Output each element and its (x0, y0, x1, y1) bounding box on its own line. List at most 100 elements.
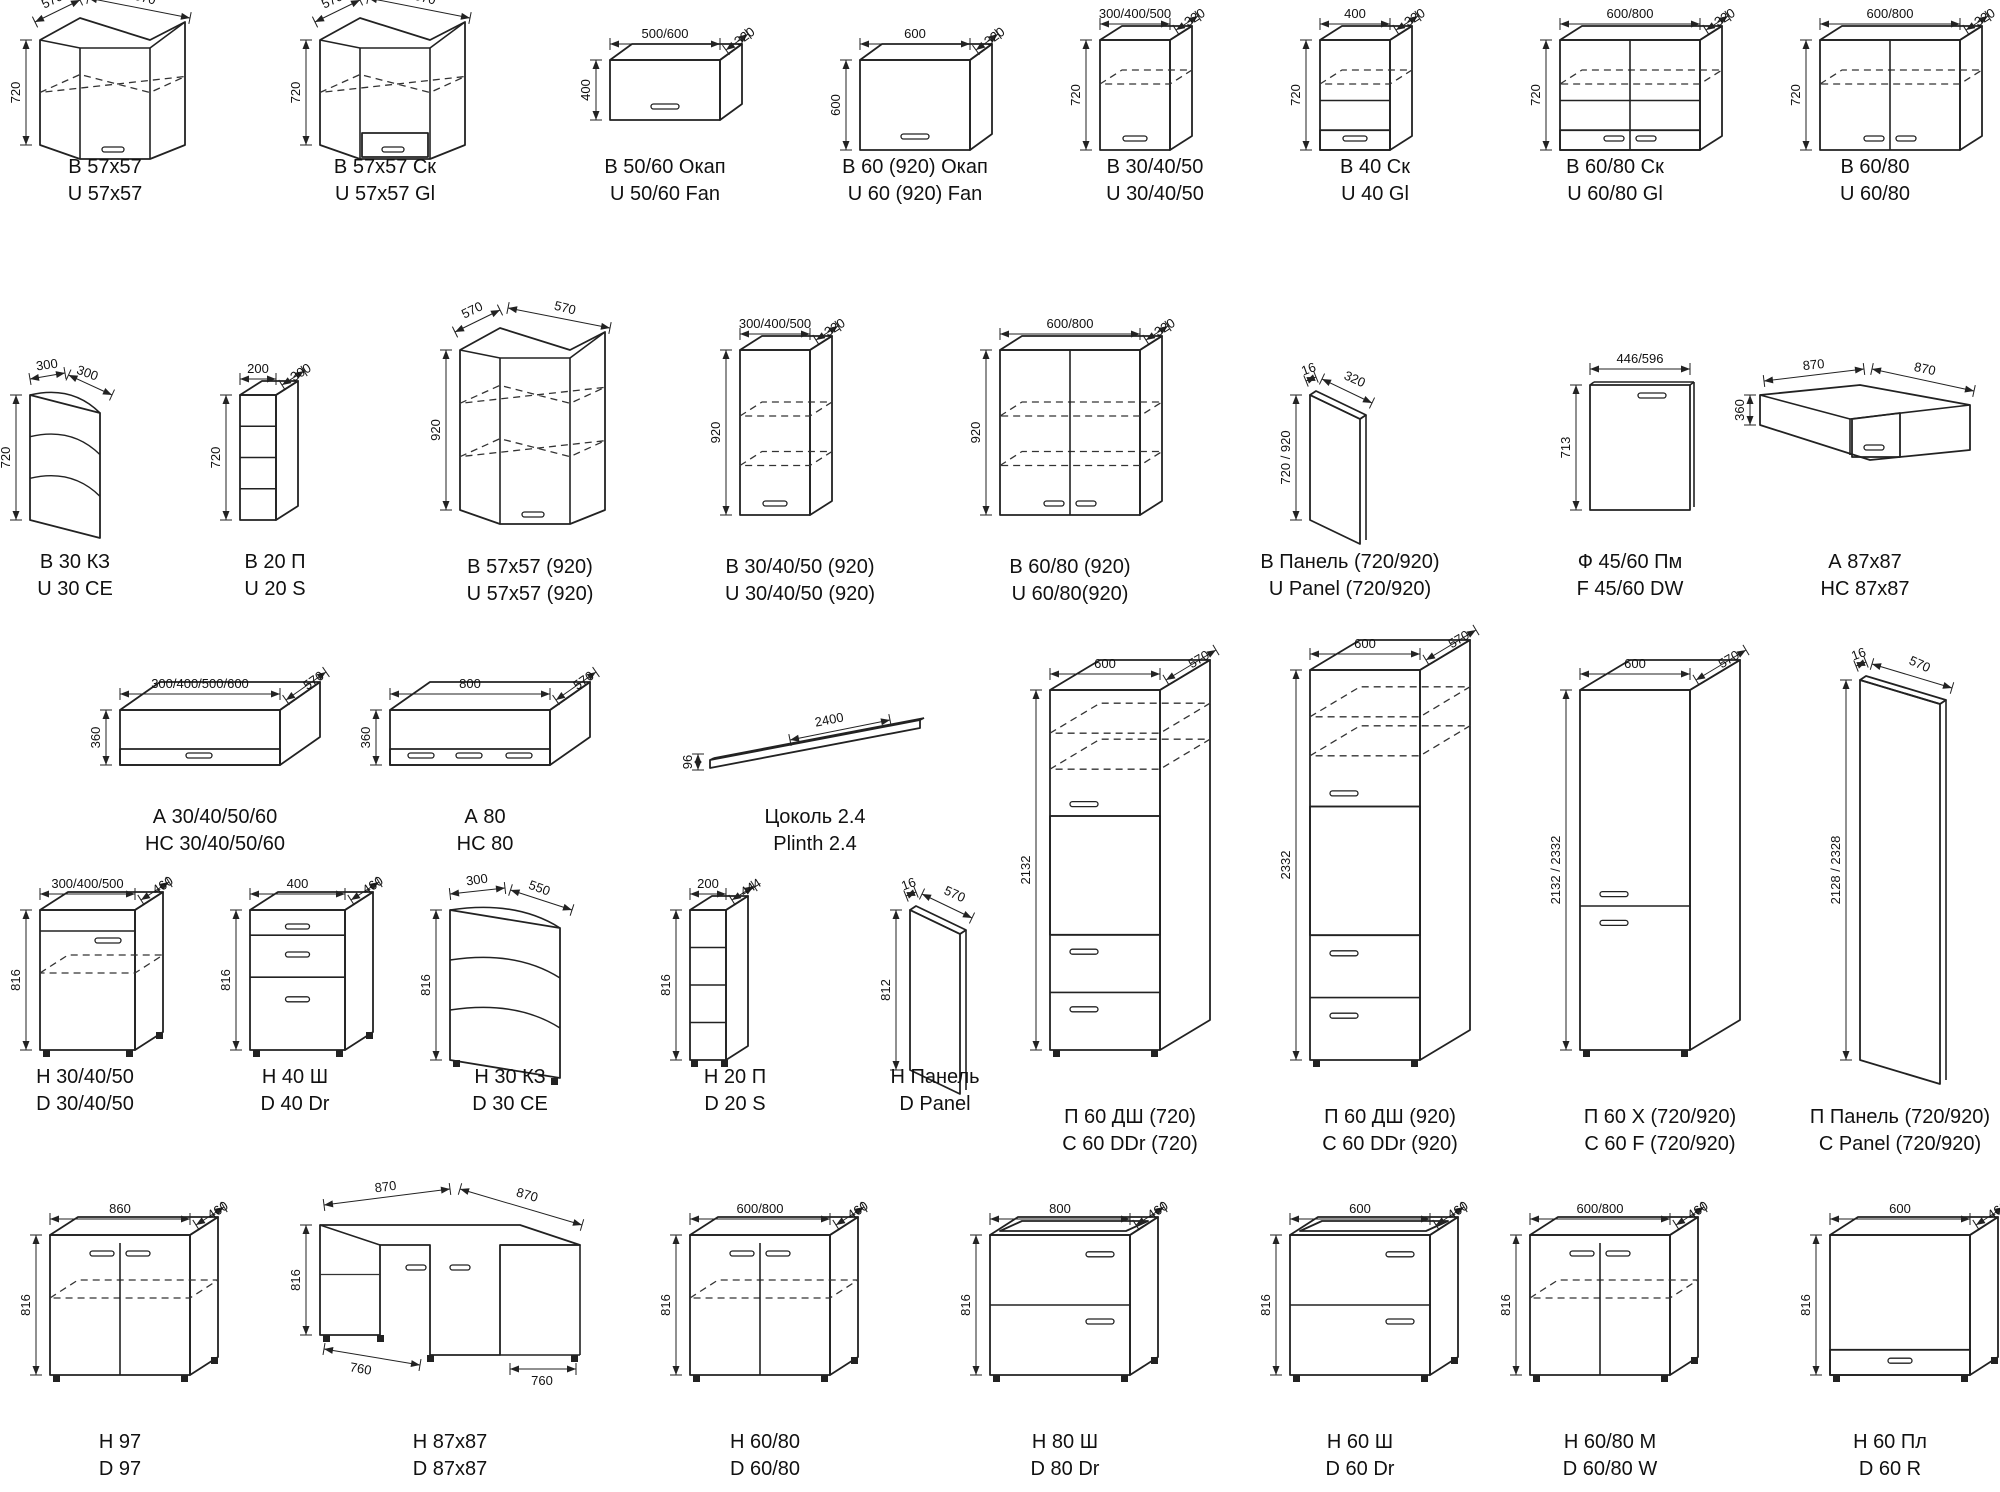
handle-icon (284, 951, 311, 958)
cabinet-side (719, 43, 743, 121)
dimension-label: 460 (359, 873, 385, 897)
caption-ru: А 87x87 (1828, 551, 1902, 573)
caption-en: U 60/80(920) (1011, 583, 1129, 605)
shelf (1309, 725, 1471, 757)
dimension-line (1540, 39, 1552, 151)
handle-icon (125, 1250, 151, 1257)
dimension-label: 570 (1186, 647, 1212, 671)
caption-en: D 60/80 W (1562, 1458, 1658, 1480)
panel-face (909, 909, 961, 1095)
dimension-line (890, 909, 902, 1071)
cabinet-side (1699, 25, 1723, 151)
handle-icon (1085, 1251, 1115, 1258)
dimension-line (1762, 362, 1866, 388)
cabinet-caption: В 57x57 (920)U 57x57 (920) (430, 554, 630, 608)
dimension-line (119, 688, 281, 700)
dimension-label: 320 (1342, 368, 1368, 391)
leg-icon (211, 1357, 218, 1364)
shelf (999, 450, 1163, 467)
caption-en: U 60/80 Gl (1567, 183, 1663, 205)
cabinet-front (1319, 39, 1391, 151)
dimension-label: 920 (968, 422, 983, 444)
caption-ru: Н 60 Ш (1326, 1431, 1394, 1453)
dimension-label: 816 (218, 969, 233, 991)
dimension-label: 570 (553, 298, 578, 318)
dimension-line (552, 666, 600, 706)
cabinet-side (189, 1216, 219, 1376)
cabinet-drawing: 570570720 (288, 0, 472, 160)
caption-en: U 30 CE (37, 578, 113, 600)
caption-en: D 30/40/50 (36, 1093, 134, 1115)
dimension-line (1290, 669, 1302, 1061)
cabinet-caption: В 60/80 (920) U 60/80(920) (960, 554, 1180, 608)
leg-icon (126, 1050, 133, 1057)
caption-ru: В 57x57 (920) (467, 556, 593, 578)
handle-icon (284, 996, 311, 1003)
dimension-line (689, 1213, 831, 1225)
drawer (361, 132, 429, 158)
cabinet-front (739, 349, 811, 516)
dimension-line (1692, 644, 1750, 686)
cabinet-edge (319, 39, 361, 49)
dimension-line (1300, 39, 1312, 151)
cabinet-caption: П 60 ДШ (920)С 60 DDr (920) (1270, 1104, 1510, 1158)
cabinet-edge (449, 906, 561, 929)
leg-icon (1991, 1357, 1998, 1364)
dimension-label: 570 (300, 668, 326, 693)
dimension-line (1392, 10, 1422, 36)
cabinet-side (275, 380, 299, 521)
caption-ru: Н 60/80 М (1563, 1431, 1657, 1453)
cabinet-edge (1939, 699, 1947, 705)
leg-icon (43, 1050, 50, 1057)
handle-icon (1342, 135, 1368, 142)
caption-ru: В 60/80 (920) (1009, 556, 1131, 578)
handle-icon (1863, 444, 1885, 451)
door (1851, 412, 1901, 458)
dimension-label: 816 (1798, 1294, 1813, 1316)
drawer (1319, 129, 1391, 151)
cabinet-front (1309, 669, 1421, 1061)
dimension-line (389, 688, 551, 700)
dimension-line (300, 39, 312, 146)
cabinet-u-57x57-gl: 570570720В 57x57 СкU 57x57 Gl (288, 0, 480, 210)
dimension-label: 460 (1984, 1198, 2000, 1222)
dimension-label: 720 (208, 447, 223, 469)
dimension-line (980, 349, 992, 516)
dimension-line (239, 373, 277, 385)
caption-ru: Н 30 КЗ (474, 1066, 546, 1088)
dimension-line (278, 365, 308, 391)
dimension-label: 720 (1788, 84, 1803, 106)
dimension-line (1510, 1234, 1522, 1376)
cabinet-caption: В Панель (720/920)U Panel (720/920) (1250, 549, 1450, 603)
dimension-label: 570 (942, 883, 968, 906)
dimension-line (28, 367, 67, 385)
cabinet-caption: Н 60/80 М D 60/80 W (1490, 1429, 1730, 1483)
caption-en: С 60 DDr (920) (1322, 1133, 1458, 1155)
cabinet-side (449, 909, 561, 1079)
leg-icon (427, 1355, 434, 1362)
cabinet-front (389, 709, 551, 766)
handle-icon (1329, 1012, 1359, 1019)
dimension-line (100, 709, 112, 766)
caption-ru: Н 30/40/50 (36, 1066, 134, 1088)
dimension-line (20, 39, 32, 146)
leg-icon (1293, 1375, 1300, 1382)
handle-icon (1069, 800, 1099, 808)
dimension-label: 600 (1349, 1201, 1371, 1216)
cabinet-front (1579, 689, 1691, 1051)
dimension-line (451, 304, 504, 338)
